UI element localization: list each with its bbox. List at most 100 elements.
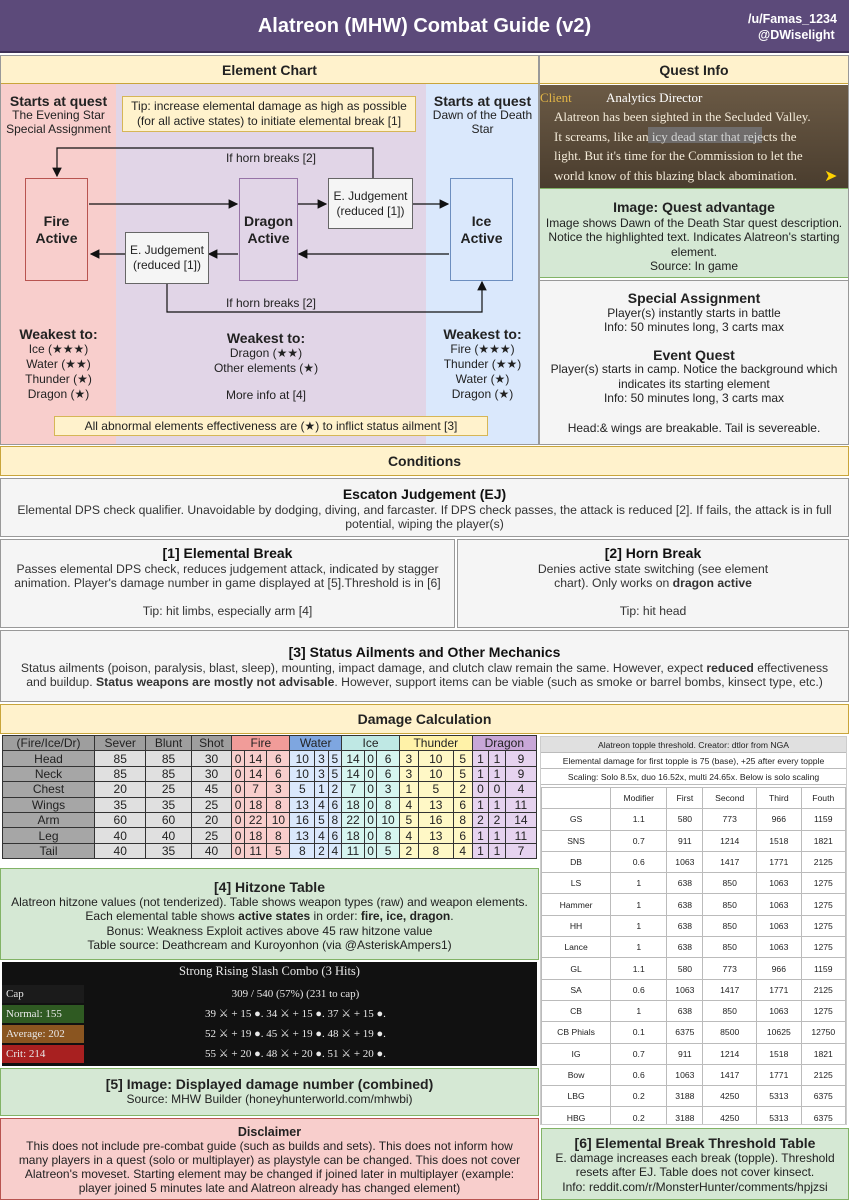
topple-value: 1275	[800, 999, 846, 1023]
fire-weakness: Weakest to: Ice (★★★) Water (★★) Thunder…	[19, 326, 98, 402]
topple-value: 1275	[800, 914, 846, 938]
hitzone-value: 9	[504, 765, 538, 783]
cursor-icon: ➤	[824, 168, 838, 185]
hitzone-value: 5	[266, 842, 291, 860]
hitzone-value: 1	[471, 796, 490, 813]
topple-value: 850	[702, 893, 758, 916]
hitzone-value: 30	[190, 765, 233, 783]
hitzone-value: 22	[243, 811, 268, 829]
topple-header-cell: Second	[702, 786, 758, 810]
topple-value: 2125	[800, 978, 846, 1001]
hitzone-value: 5	[314, 811, 329, 829]
topple-weapon: LS	[541, 872, 612, 895]
topple-value: 773	[702, 957, 758, 980]
horn-break-box: [2] Horn Break Denies active state switc…	[457, 539, 849, 628]
hitzone-value: 8	[417, 842, 454, 860]
damage-header: Damage Calculation	[0, 704, 849, 734]
judgement-node-bottom: E. Judgement(reduced [1])	[125, 232, 209, 284]
hitzone-value: 18	[243, 827, 268, 844]
hitzone-value: 18	[243, 796, 268, 813]
hitzone-value: 85	[93, 750, 147, 767]
topple-title: Alatreon topple threshold. Creator: dtlo…	[541, 737, 846, 753]
title-bar: Alatreon (MHW) Combat Guide (v2) /u/Fama…	[0, 0, 849, 53]
topple-value: 638	[666, 999, 704, 1023]
quest-info-header: Quest Info	[540, 56, 848, 84]
topple-value: 638	[666, 936, 704, 959]
topple-value: 12750	[800, 1021, 846, 1044]
topple-value: 580	[666, 957, 704, 980]
topple-value: 1	[610, 999, 668, 1023]
hitzone-value: 10	[417, 750, 454, 767]
abnormal-status-note: All abnormal elements effectiveness are …	[54, 416, 488, 436]
hitzone-value: 5	[452, 765, 473, 783]
hitzone-value: 60	[145, 811, 192, 829]
hitzone-header-cell: Fire	[231, 734, 291, 752]
topple-value: 966	[756, 957, 802, 980]
topple-header-cell: First	[666, 786, 704, 810]
hitzone-value: 7	[243, 781, 268, 798]
topple-value: 1275	[800, 936, 846, 959]
hitzone-value: 1	[471, 765, 490, 783]
hitzone-value: 13	[417, 796, 454, 813]
topple-weapon: IG	[541, 1042, 612, 1065]
dragon-weakness: Weakest to: Dragon (★★) Other elements (…	[213, 330, 319, 403]
hitzone-value: 40	[145, 827, 192, 844]
topple-value: 0.2	[610, 1106, 668, 1124]
topple-weapon: HH	[541, 914, 612, 938]
hitzone-value: 1	[471, 750, 490, 767]
hitzone-header-cell: Sever	[93, 734, 147, 752]
topple-value: 1275	[800, 872, 846, 895]
topple-value: 1063	[756, 893, 802, 916]
topple-value: 1063	[756, 999, 802, 1023]
topple-value: 6375	[800, 1085, 846, 1108]
topple-value: 1	[610, 872, 668, 895]
status-ailments-box: [3] Status Ailments and Other Mechanics …	[0, 630, 849, 702]
topple-value: 1214	[702, 1042, 758, 1065]
hitzone-value: 2	[327, 781, 343, 798]
topple-value: 1821	[800, 829, 846, 852]
combo-title: Strong Rising Slash Combo (3 Hits)	[179, 964, 360, 978]
hitzone-value: 13	[289, 796, 316, 813]
hitzone-value: 0	[363, 781, 378, 798]
topple-value: 1.1	[610, 808, 668, 831]
hitzone-value: 25	[190, 827, 233, 844]
topple-value: 1771	[756, 978, 802, 1001]
hitzone-value: 4	[504, 781, 538, 798]
hitzone-part: Neck	[2, 765, 95, 783]
hitzone-value: 2	[488, 811, 506, 829]
hitzone-value: 2	[314, 842, 329, 860]
hitzone-value: 0	[363, 842, 378, 860]
hitzone-value: 3	[376, 781, 400, 798]
hitzone-value: 45	[190, 781, 233, 798]
hitzone-value: 11	[504, 827, 538, 844]
hitzone-value: 6	[376, 765, 400, 783]
hitzone-value: 0	[363, 765, 378, 783]
topple-value: 1417	[702, 978, 758, 1001]
hitzone-part: Arm	[2, 811, 95, 829]
elemental-break-box: [1] Elemental Break Passes elemental DPS…	[0, 539, 455, 628]
hitzone-value: 5	[327, 750, 343, 767]
hitzone-value: 1	[471, 842, 490, 860]
hitzone-value: 0	[363, 811, 378, 829]
topple-value: 0.2	[610, 1085, 668, 1108]
hitzone-value: 5	[452, 750, 473, 767]
topple-note-2: Scaling: Solo 8.5x, duo 16.52x, multi 24…	[541, 769, 846, 785]
evening-star-start: Starts at quest The Evening Star Special…	[6, 93, 111, 136]
hitzone-value: 11	[341, 842, 365, 860]
hitzone-value: 6	[266, 750, 291, 767]
hitzone-value: 9	[504, 750, 538, 767]
topple-value: 1063	[666, 978, 704, 1001]
topple-weapon: DB	[541, 850, 612, 874]
hitzone-header-cell: Water	[289, 734, 343, 752]
hitzone-value: 8	[327, 811, 343, 829]
hitzone-value: 5	[289, 781, 316, 798]
hitzone-value: 1	[488, 827, 506, 844]
